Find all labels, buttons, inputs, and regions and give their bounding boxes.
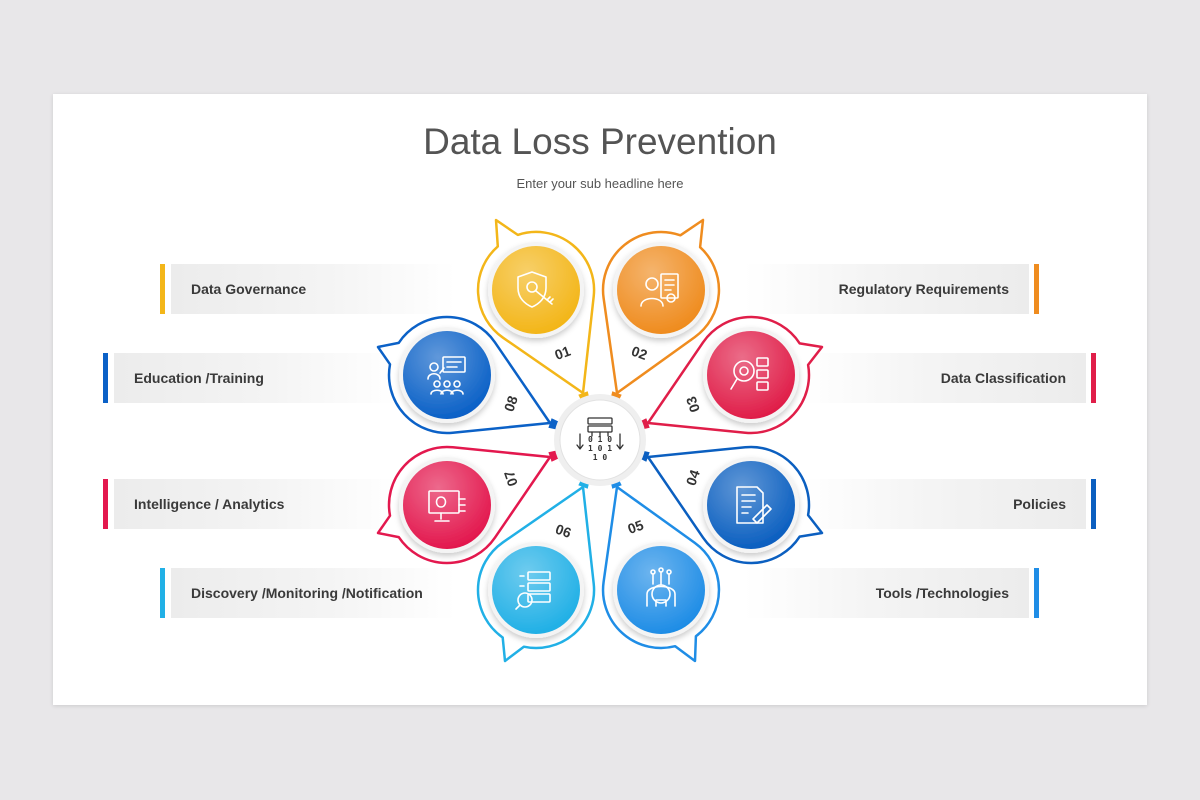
petal-number-08: 08 [501, 393, 521, 413]
petal-number-03: 03 [683, 394, 703, 414]
label-accent-bar-07 [103, 479, 108, 529]
center-binary-line: 0 1 0 [588, 435, 612, 444]
petal-number-04: 04 [683, 467, 703, 487]
center-binary-line: 1 0 1 [588, 444, 612, 453]
item-label-discovery-monitoring: Discovery /Monitoring /Notification [171, 568, 456, 618]
label-accent-bar-05 [1034, 568, 1039, 618]
item-label-data-governance: Data Governance [171, 264, 456, 314]
item-label-education-training: Education /Training [114, 353, 399, 403]
petal-number-02: 02 [629, 343, 649, 363]
brain-monitor-icon [399, 457, 495, 553]
magnifier-list-icon [703, 327, 799, 423]
inspector-clipboard-icon [613, 242, 709, 338]
policy-document-icon [703, 457, 799, 553]
label-accent-bar-04 [1091, 479, 1096, 529]
item-label-policies: Policies [801, 479, 1086, 529]
presentation-icon [399, 327, 495, 423]
circuit-gear-icon [613, 542, 709, 638]
page-title: Data Loss Prevention [423, 121, 777, 162]
item-label-regulatory-requirements: Regulatory Requirements [744, 264, 1029, 314]
label-accent-bar-06 [160, 568, 165, 618]
petal-number-07: 07 [501, 468, 521, 488]
label-accent-bar-02 [1034, 264, 1039, 314]
petal-number-05: 05 [626, 517, 646, 537]
label-accent-bar-08 [103, 353, 108, 403]
petal-number-01: 01 [553, 343, 573, 363]
server-search-icon [488, 542, 584, 638]
petal-number-06: 06 [553, 521, 573, 541]
data-server-icon: 0 1 01 0 11 0 [554, 394, 646, 486]
center-binary-line: 1 0 [593, 453, 608, 462]
label-accent-bar-01 [160, 264, 165, 314]
item-label-tools-technologies: Tools /Technologies [744, 568, 1029, 618]
label-accent-bar-03 [1091, 353, 1096, 403]
shield-key-icon [488, 242, 584, 338]
page-subtitle: Enter your sub headline here [516, 176, 684, 191]
item-label-intelligence-analytics: Intelligence / Analytics [114, 479, 399, 529]
item-label-data-classification: Data Classification [801, 353, 1086, 403]
